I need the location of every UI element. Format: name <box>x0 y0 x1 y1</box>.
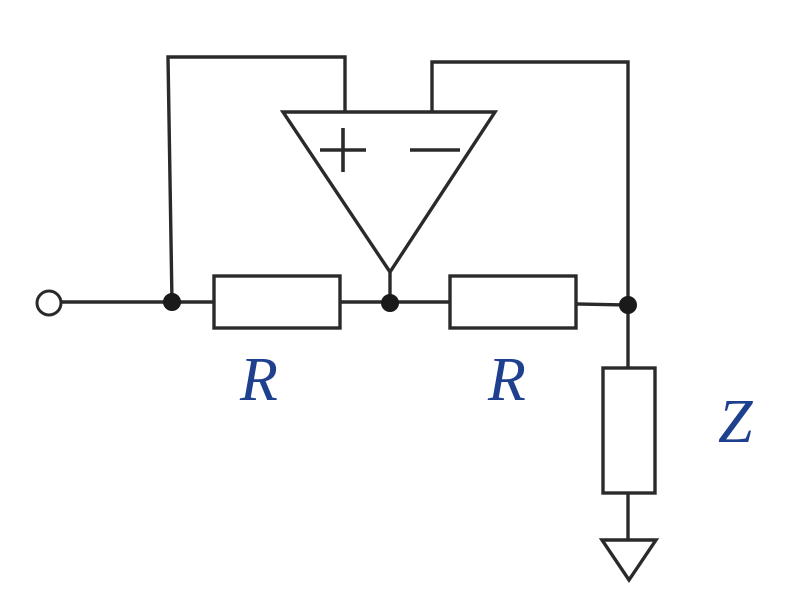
junction-node-center <box>381 294 399 312</box>
resistor-r1 <box>212 274 342 330</box>
plus-input-feedback-wire <box>166 55 347 304</box>
ground-icon <box>598 538 660 584</box>
junction-node-left <box>163 293 181 311</box>
resistor-r2 <box>448 274 578 330</box>
impedance-z-label: Z <box>718 388 753 456</box>
opamp-triangle <box>279 110 499 276</box>
resistor-r1-label: R <box>239 346 278 414</box>
plus-sign <box>320 128 366 172</box>
minus-input-feedback-wire <box>430 60 630 307</box>
impedance-z <box>601 366 657 495</box>
resistor-r2-label: R <box>487 346 526 414</box>
junction-node-right <box>619 296 637 314</box>
input-terminal <box>35 289 63 317</box>
